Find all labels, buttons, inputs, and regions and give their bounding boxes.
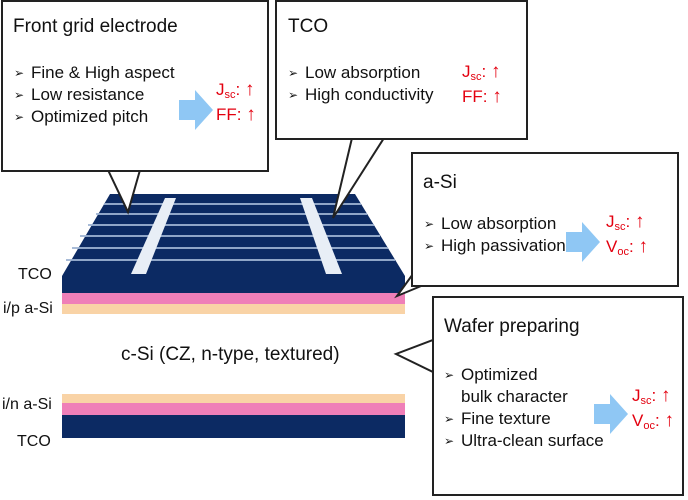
bullet-item: Ultra-clean surface	[444, 430, 604, 452]
bullet-item: High conductivity	[288, 84, 434, 106]
wafer-improvement-arrow-icon	[594, 394, 628, 434]
callout-tco-results: Jsc: ↑ FF: ↑	[462, 60, 502, 109]
result-jsc: Jsc: ↑	[462, 61, 501, 83]
layer-p-asi	[62, 293, 405, 304]
layer-tco-bottom	[62, 415, 405, 438]
busbar-left	[131, 198, 176, 274]
callout-front-grid-title: Front grid electrode	[13, 16, 178, 37]
callout-asi-title: a-Si	[423, 172, 457, 193]
result-jsc: Jsc: ↑	[632, 385, 671, 407]
label-ip-asi: i/p a-Si	[3, 300, 53, 317]
asi-improvement-arrow-icon	[566, 222, 600, 262]
grid-fingers	[66, 203, 395, 261]
bullet-item: Low absorption	[424, 213, 566, 235]
layer-in-buffer	[62, 394, 405, 403]
layer-bulk	[62, 314, 405, 394]
layer-ip-buffer	[62, 304, 405, 314]
result-jsc: Jsc: ↑	[606, 211, 645, 233]
layer-tco-top	[62, 276, 405, 293]
label-bulk: c-Si (CZ, n-type, textured)	[121, 344, 340, 365]
callout-asi-results: Jsc: ↑ Voc: ↑	[606, 210, 648, 259]
bullet-item: High passivation	[424, 235, 566, 257]
callout-wafer-results: Jsc: ↑ Voc: ↑	[632, 384, 674, 433]
callout-tco-title: TCO	[288, 16, 329, 37]
label-tco-top: TCO	[18, 266, 52, 283]
result-ff: FF: ↑	[462, 85, 502, 107]
callout-wafer-title: Wafer preparing	[444, 316, 580, 337]
bullet-item: Low absorption	[288, 62, 434, 84]
bullet-item: Optimized	[444, 364, 604, 386]
bullet-item: Fine & High aspect	[14, 62, 175, 84]
result-ff: FF: ↑	[216, 103, 256, 125]
bullet-item: Low resistance	[14, 84, 175, 106]
label-in-asi: i/n a-Si	[2, 396, 52, 413]
result-voc: Voc: ↑	[606, 235, 648, 258]
grid-improvement-arrow-icon	[179, 90, 213, 130]
layer-n-asi	[62, 403, 405, 415]
label-tco-bottom: TCO	[17, 433, 51, 450]
callout-front-grid-results: Jsc: ↑ FF: ↑	[216, 78, 256, 127]
bullet-item-continued: bulk character	[461, 387, 568, 407]
callout-asi-bullets: Low absorption High passivation	[424, 213, 566, 257]
callout-tco-bullets: Low absorption High conductivity	[288, 62, 434, 106]
bullet-item: Optimized pitch	[14, 106, 175, 128]
result-voc: Voc: ↑	[632, 409, 674, 432]
callout-front-grid-bullets: Fine & High aspect Low resistance Optimi…	[14, 62, 175, 128]
result-jsc: Jsc: ↑	[216, 79, 255, 101]
bullet-item: Fine texture	[444, 408, 604, 430]
callout-wafer-bullets: Optimized bulk character Fine texture Ul…	[444, 364, 604, 452]
callout-wafer	[432, 296, 684, 496]
busbar-right	[300, 198, 342, 274]
